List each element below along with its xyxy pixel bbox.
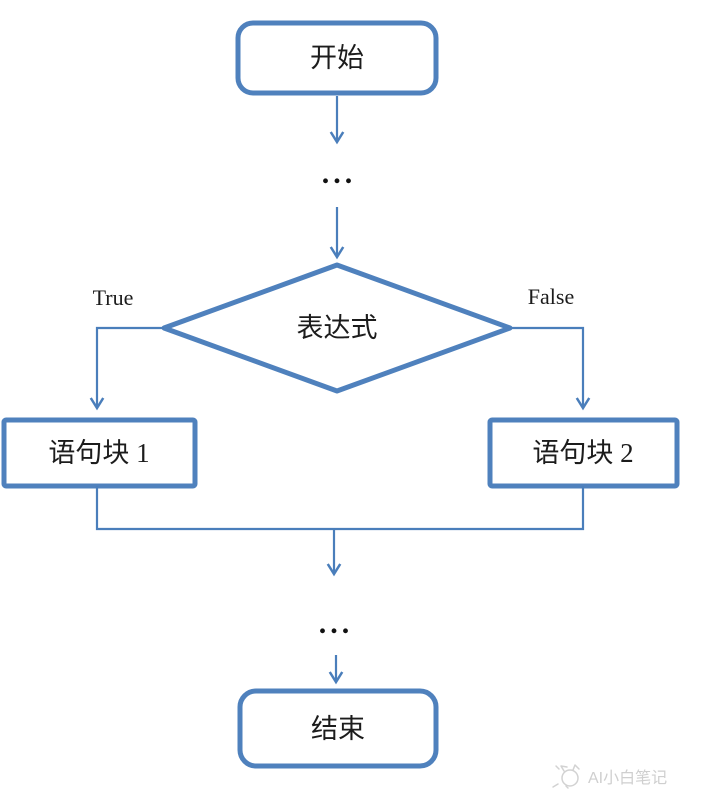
ellipsis-bottom: ... (319, 607, 354, 640)
ellipsis-top: ... (322, 157, 357, 190)
start-node (235, 20, 439, 96)
block1-node-label: 语句块 1 (48, 438, 149, 468)
watermark-label: AI小白笔记 (588, 769, 667, 787)
block1-node (1, 417, 198, 489)
connector-merge (95, 486, 585, 531)
end-node (237, 688, 439, 769)
decision-node (161, 262, 513, 394)
false-branch-label: False (528, 284, 574, 309)
decision-node-label: 表达式 (297, 313, 378, 343)
block2-node-label: 语句块 2 (532, 438, 633, 468)
watermark: AI小白笔记 (552, 764, 667, 789)
connector-false-to-block2 (510, 326, 591, 411)
connector-true-to-block1 (89, 326, 164, 411)
cat-doodle-icon (552, 764, 580, 789)
start-node-label: 开始 (310, 43, 364, 73)
end-node-label: 结束 (311, 714, 365, 744)
true-branch-label: True (93, 285, 134, 310)
